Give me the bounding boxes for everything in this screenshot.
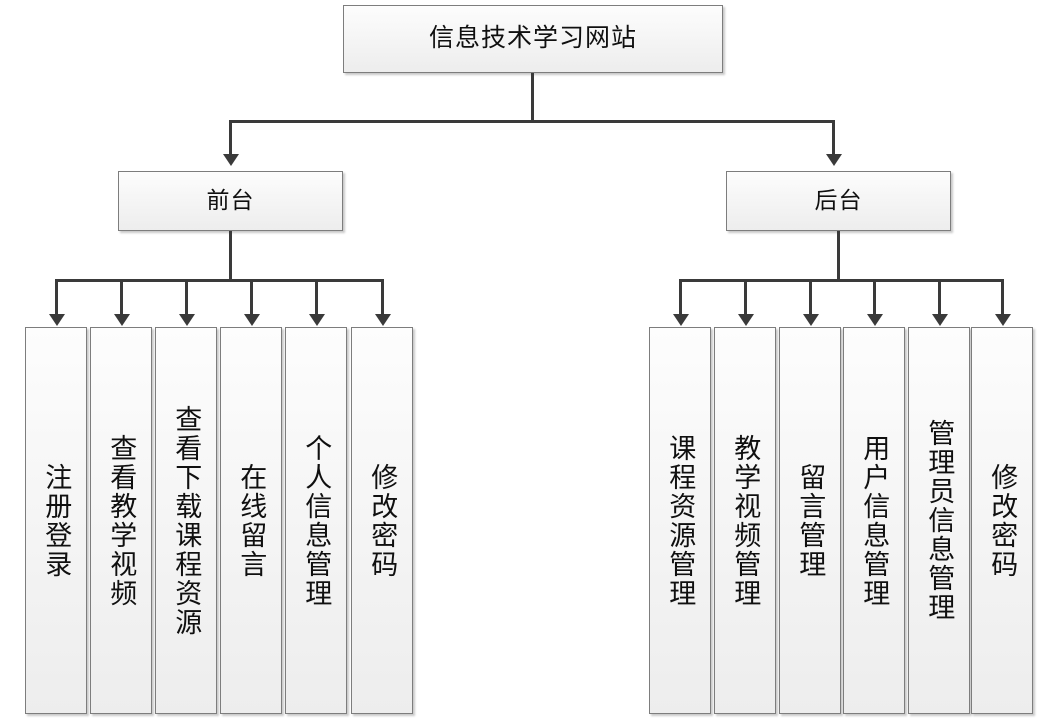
node-root[interactable]: 信息技术学习网站	[343, 5, 723, 73]
leaf-label: 修改密码	[367, 462, 398, 579]
connector-front-drop-6	[381, 279, 384, 315]
connector-front-drop-2	[120, 279, 123, 315]
node-root-label: 信息技术学习网站	[428, 24, 637, 52]
connector-admin-drop-6	[1001, 279, 1004, 315]
arrowhead-front-leaf-4	[244, 314, 260, 326]
leaf-label: 课程资源管理	[665, 433, 696, 608]
node-front[interactable]: 前台	[118, 171, 343, 231]
arrowhead-admin-leaf-3	[803, 314, 819, 326]
leaf-front-change-password[interactable]: 修改密码	[351, 327, 413, 714]
arrowhead-admin	[826, 154, 842, 166]
leaf-label: 修改密码	[987, 462, 1018, 579]
node-front-label: 前台	[206, 187, 255, 213]
connector-root-to-front	[229, 120, 232, 154]
leaf-label: 管理员信息管理	[924, 419, 955, 622]
leaf-label: 教学视频管理	[730, 433, 761, 608]
leaf-admin-course-resource[interactable]: 课程资源管理	[649, 327, 711, 714]
node-admin[interactable]: 后台	[726, 171, 951, 231]
leaf-front-register-login[interactable]: 注册登录	[25, 327, 87, 714]
arrowhead-front	[223, 154, 239, 166]
leaf-label: 注册登录	[41, 462, 72, 579]
connector-front-drop-3	[185, 279, 188, 315]
connector-admin-drop-5	[938, 279, 941, 315]
connector-root-to-admin	[832, 120, 835, 154]
leaf-label: 用户信息管理	[859, 433, 890, 608]
connector-admin-drop-4	[873, 279, 876, 315]
leaf-label: 个人信息管理	[301, 433, 332, 608]
connector-front-drop-1	[55, 279, 58, 315]
arrowhead-admin-leaf-6	[995, 314, 1011, 326]
connector-admin-trunk	[837, 231, 840, 281]
leaf-front-download-resource[interactable]: 查看下载课程资源	[155, 327, 217, 714]
leaf-admin-video-manage[interactable]: 教学视频管理	[714, 327, 776, 714]
leaf-label: 查看下载课程资源	[171, 404, 202, 637]
arrowhead-front-leaf-5	[309, 314, 325, 326]
leaf-label: 在线留言	[236, 462, 267, 579]
connector-admin-drop-2	[744, 279, 747, 315]
leaf-admin-user-info[interactable]: 用户信息管理	[843, 327, 905, 714]
connector-admin-drop-3	[809, 279, 812, 315]
leaf-admin-admin-info[interactable]: 管理员信息管理	[908, 327, 970, 714]
node-admin-label: 后台	[814, 187, 863, 213]
connector-front-trunk	[229, 231, 232, 281]
arrowhead-front-leaf-2	[114, 314, 130, 326]
connector-front-drop-4	[250, 279, 253, 315]
leaf-front-watch-video[interactable]: 查看教学视频	[90, 327, 152, 714]
connector-admin-drop-1	[679, 279, 682, 315]
arrowhead-front-leaf-6	[375, 314, 391, 326]
arrowhead-admin-leaf-2	[738, 314, 754, 326]
connector-root-bus	[231, 120, 834, 123]
arrowhead-front-leaf-3	[179, 314, 195, 326]
arrowhead-admin-leaf-4	[867, 314, 883, 326]
arrowhead-front-leaf-1	[49, 314, 65, 326]
leaf-admin-message-manage[interactable]: 留言管理	[779, 327, 841, 714]
leaf-admin-change-password[interactable]: 修改密码	[971, 327, 1033, 714]
connector-root-trunk	[531, 73, 534, 122]
leaf-front-personal-info[interactable]: 个人信息管理	[285, 327, 347, 714]
connector-front-drop-5	[315, 279, 318, 315]
leaf-label: 留言管理	[795, 462, 826, 579]
connector-admin-bus	[679, 279, 1004, 282]
arrowhead-admin-leaf-5	[932, 314, 948, 326]
connector-front-bus	[55, 279, 384, 282]
arrowhead-admin-leaf-1	[673, 314, 689, 326]
leaf-label: 查看教学视频	[106, 433, 137, 608]
leaf-front-online-message[interactable]: 在线留言	[220, 327, 282, 714]
